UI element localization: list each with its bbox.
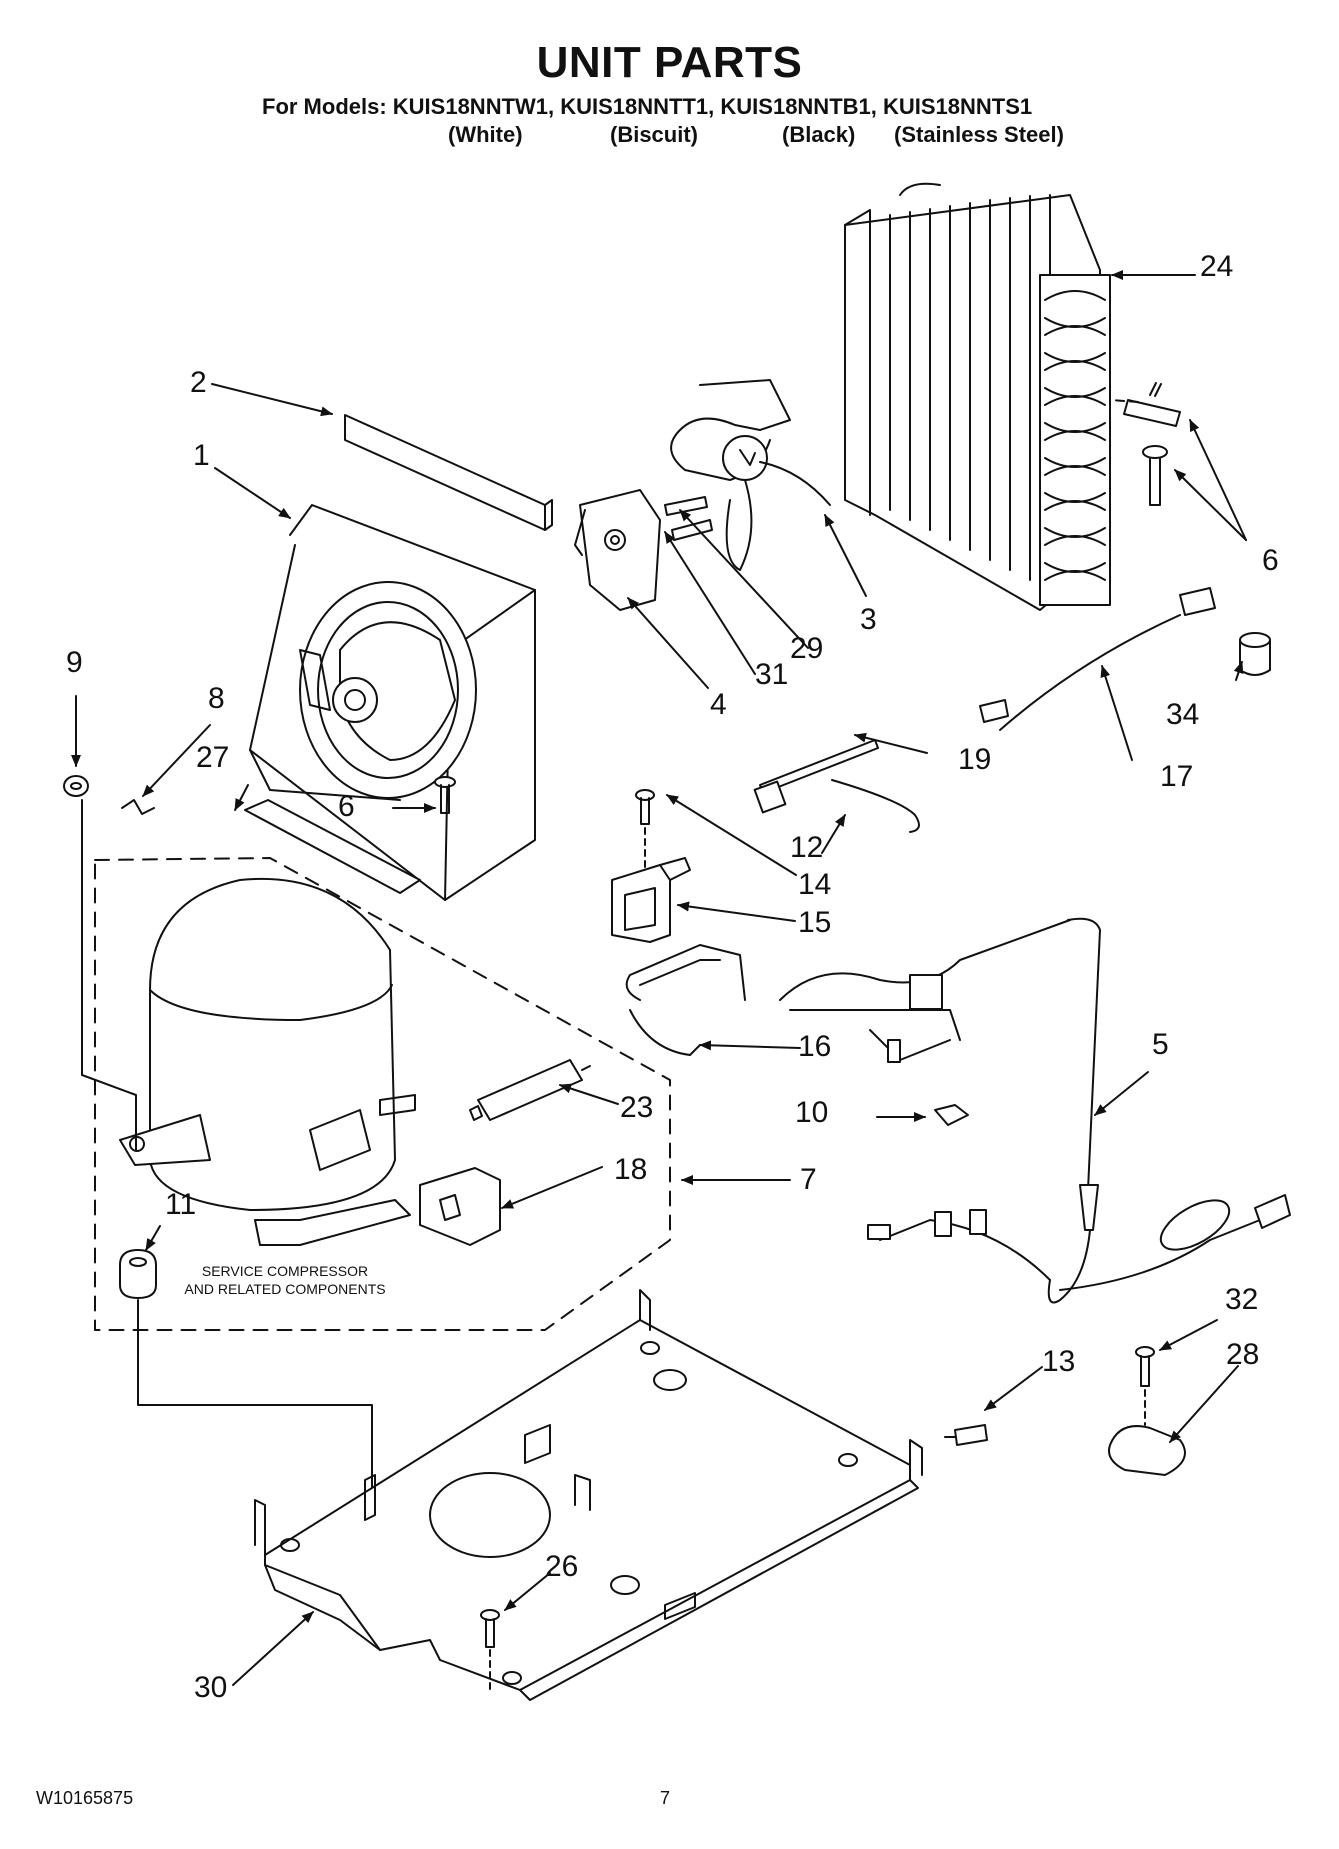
grommet-part-9	[63, 775, 89, 797]
bracket-part-10	[934, 1104, 969, 1126]
screw-part-6-shroud	[434, 776, 456, 814]
clamp-part-28	[1108, 1425, 1186, 1476]
screw-part-14	[635, 789, 655, 881]
service-note-line-2: AND RELATED COMPONENTS	[184, 1281, 386, 1297]
callout-6-shroud: 6	[338, 790, 355, 823]
callout-27: 27	[196, 741, 230, 774]
variant-black: (Black)	[782, 122, 856, 147]
relay-overload-part-18	[419, 1167, 501, 1246]
callout-5: 5	[1152, 1028, 1169, 1061]
bumper-part-11	[119, 1249, 157, 1299]
models-line: For Models: KUIS18NNTW1, KUIS18NNTT1, KU…	[262, 94, 1033, 119]
condenser-part-24	[844, 182, 1111, 611]
tube-part-12	[831, 779, 920, 833]
callout-19: 19	[958, 743, 992, 776]
callout-10: 10	[795, 1096, 829, 1129]
callout-16: 16	[798, 1030, 832, 1063]
tie-strap-part-19	[753, 739, 879, 814]
callout-28: 28	[1226, 1338, 1260, 1371]
service-note-line-1: SERVICE COMPRESSOR	[201, 1263, 369, 1279]
callout-13: 13	[1042, 1345, 1076, 1378]
fan-blade-part-3	[670, 379, 831, 571]
document-number: W10165875	[36, 1788, 134, 1808]
power-cord-part-5	[867, 917, 1291, 1304]
callout-14: 14	[798, 868, 832, 901]
plate-part-27	[244, 799, 421, 894]
drier-part-23	[469, 1059, 591, 1121]
callout-1: 1	[193, 439, 210, 472]
callout-17: 17	[1160, 760, 1194, 793]
compressor	[119, 877, 416, 1246]
callout-3: 3	[860, 603, 877, 636]
wire-harness-part-17	[979, 587, 1216, 731]
callout-8: 8	[208, 682, 225, 715]
fan-motor-part-4	[574, 489, 661, 611]
solenoid-part-15	[611, 857, 691, 943]
callout-32: 32	[1225, 1283, 1259, 1316]
callout-30: 30	[194, 1671, 228, 1704]
callout-2: 2	[190, 366, 207, 399]
service-compressor-boundary	[94, 857, 671, 1331]
page-title: UNIT PARTS	[536, 38, 803, 87]
clip-part-8	[121, 799, 155, 815]
variant-stainless-steel: (Stainless Steel)	[894, 122, 1064, 147]
callout-23: 23	[620, 1091, 654, 1124]
callout-7: 7	[800, 1163, 817, 1196]
callout-31: 31	[755, 658, 789, 691]
callout-6-condenser: 6	[1262, 544, 1279, 577]
callout-15: 15	[798, 906, 832, 939]
service-compressor-note: SERVICE COMPRESSOR AND RELATED COMPONENT…	[160, 1262, 410, 1298]
screw-part-13	[944, 1424, 988, 1446]
callout-29: 29	[790, 632, 824, 665]
callout-24: 24	[1200, 250, 1234, 283]
page-number: 7	[660, 1788, 671, 1808]
fan-shroud-part-1	[249, 504, 536, 901]
callout-4: 4	[710, 688, 727, 721]
leader-lines	[71, 270, 1247, 1686]
variant-biscuit: (Biscuit)	[610, 122, 698, 147]
screw-part-32	[1135, 1346, 1155, 1426]
base-pan-part-30	[254, 1289, 923, 1701]
capacitor-part-34	[1239, 632, 1271, 676]
screws-part-6-condenser	[1109, 382, 1181, 506]
callout-11: 11	[165, 1188, 197, 1221]
heater-part-16	[625, 944, 746, 1056]
callout-9: 9	[66, 646, 83, 679]
callout-12: 12	[790, 831, 824, 864]
callout-26: 26	[545, 1550, 579, 1583]
variant-white: (White)	[448, 122, 523, 147]
screw-part-26	[480, 1609, 500, 1691]
gasket-strip-part-2	[344, 414, 553, 531]
callout-34: 34	[1166, 698, 1200, 731]
control-wire-harness	[779, 919, 1071, 1063]
callout-18: 18	[614, 1153, 648, 1186]
